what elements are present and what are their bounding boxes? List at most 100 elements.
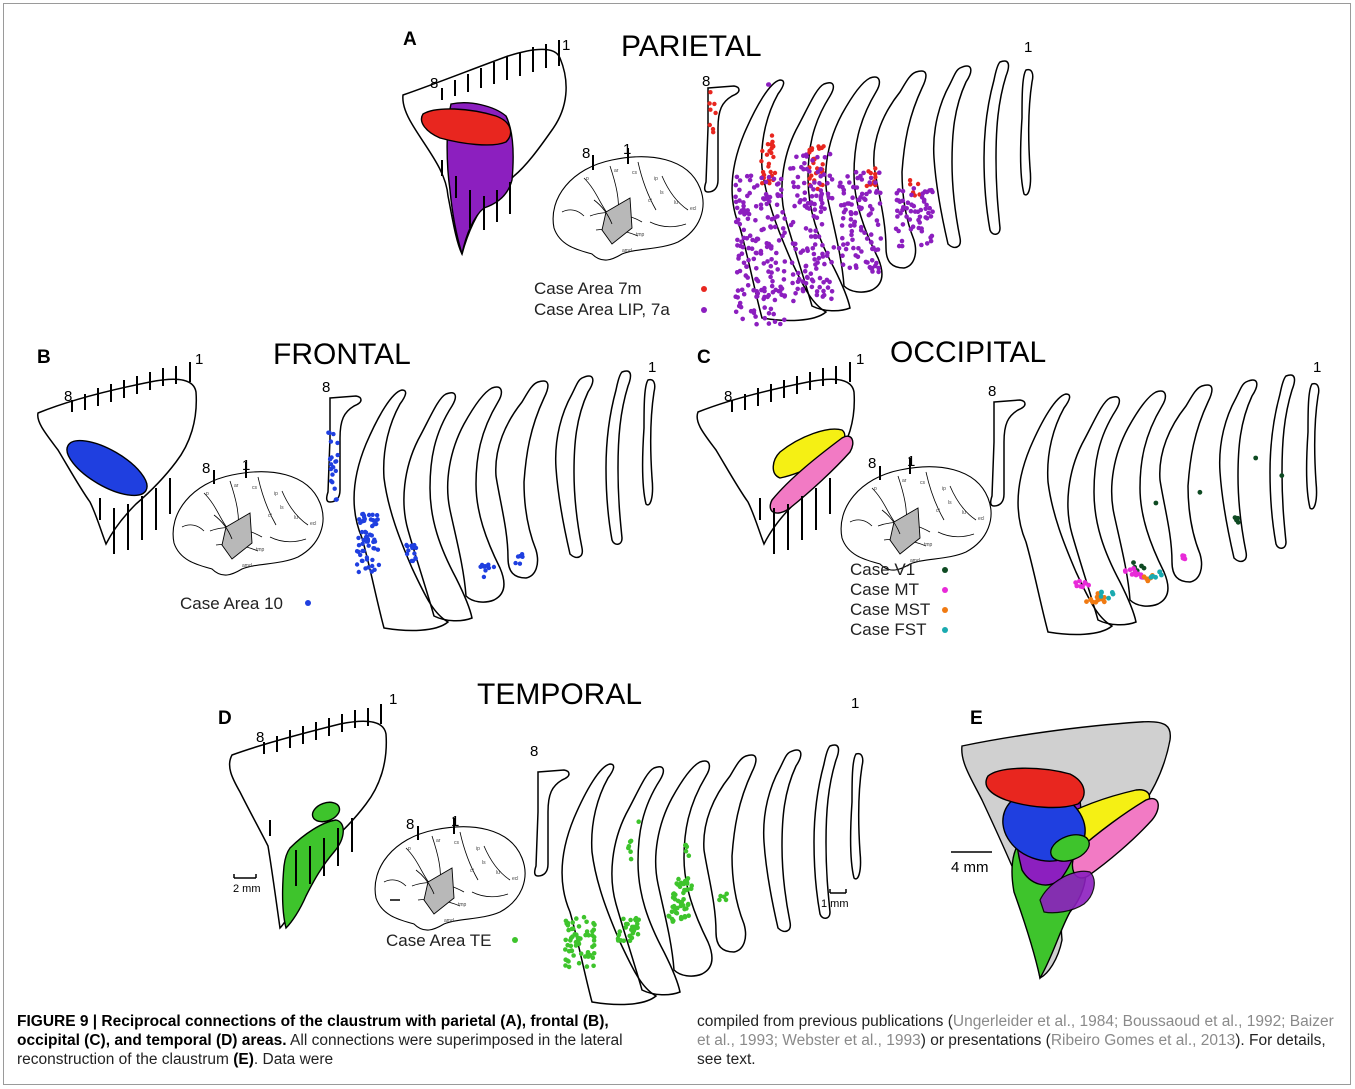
cell-dot-lip-7a — [815, 289, 820, 294]
legend-dot-mt — [942, 587, 948, 593]
cell-dot-lip-7a — [813, 229, 818, 234]
cell-dot-lip-7a — [826, 192, 831, 197]
brain-diagram-c — [841, 467, 991, 570]
cell-dot-lip-7a — [809, 184, 814, 189]
cell-dot-area-te — [684, 843, 689, 848]
cell-dot-v1 — [1279, 473, 1284, 478]
cell-dot-lip-7a — [771, 290, 776, 295]
cell-dot-area-te — [591, 921, 596, 926]
panel-b: B FRONTAL 8 1 8 1 8 1 — [37, 338, 656, 630]
cell-dot-lip-7a — [869, 266, 874, 271]
cell-dot-v1 — [1198, 490, 1203, 495]
cell-dot-v1 — [1131, 560, 1136, 565]
cell-dot-lip-7a — [795, 193, 800, 198]
cell-dot-area-te — [577, 961, 582, 966]
cell-dot-lip-7a — [737, 254, 742, 259]
svg-text:1: 1 — [389, 691, 397, 708]
cell-dot-area-te — [574, 932, 579, 937]
cell-dot-lip-7a — [748, 233, 753, 238]
cell-dot-lip-7a — [745, 174, 750, 179]
caption-bold-e: (E) — [233, 1051, 254, 1068]
cell-dot-lip-7a — [734, 310, 739, 315]
cell-dot-lip-7a — [900, 208, 905, 213]
cell-dot-lip-7a — [791, 166, 796, 171]
svg-text:1: 1 — [1313, 359, 1321, 376]
cell-dot-lip-7a — [868, 204, 873, 209]
cell-dot-lip-7a — [746, 217, 751, 222]
cell-dot-area-10 — [330, 472, 334, 476]
cell-dot-lip-7a — [736, 288, 741, 293]
cell-dot-lip-7a — [775, 267, 780, 272]
cell-dot-lip-7a — [897, 244, 902, 249]
cell-dot-lip-7a — [876, 270, 881, 275]
cell-dot-mt — [1123, 568, 1128, 573]
cell-dot-lip-7a — [782, 231, 787, 236]
cell-dot-7m — [771, 155, 775, 159]
cell-dot-lip-7a — [845, 174, 850, 179]
cell-dot-lip-7a — [769, 257, 774, 262]
cell-dot-lip-7a — [822, 172, 827, 177]
cell-dot-lip-7a — [821, 289, 826, 294]
cell-dot-lip-7a — [878, 201, 883, 206]
cell-dot-area-10 — [336, 453, 340, 457]
cell-dot-lip-7a — [925, 241, 930, 246]
caption-text-2-cont: compiled from previous publications ( — [697, 1013, 953, 1030]
cell-dot-lip-7a — [909, 227, 914, 232]
panel-title-parietal: PARIETAL — [621, 30, 762, 63]
cell-dot-lip-7a — [796, 185, 801, 190]
cell-dot-area-te — [681, 882, 686, 887]
cell-dot-7m — [712, 102, 716, 106]
cell-dot-lip-7a — [821, 254, 826, 259]
cell-dot-lip-7a — [879, 236, 884, 241]
cell-dot-lip-7a — [764, 192, 769, 197]
svg-text:8: 8 — [64, 388, 72, 405]
svg-text:8: 8 — [406, 816, 414, 833]
cell-dot-lip-7a — [738, 244, 743, 249]
cell-dot-area-10 — [331, 432, 335, 436]
cell-dot-7m — [821, 162, 825, 166]
legend-dot-area-10 — [305, 600, 311, 606]
cell-dot-lip-7a — [919, 226, 924, 231]
cell-dot-area-10 — [372, 538, 376, 542]
cell-dot-area-10 — [357, 570, 361, 574]
cell-dot-area-te — [718, 894, 723, 899]
cell-dot-lip-7a — [734, 200, 739, 205]
cell-dot-area-10 — [372, 522, 376, 526]
caption-citation-2[interactable]: Ribeiro Gomes et al., 2013 — [1051, 1032, 1235, 1049]
panel-d: D TEMPORAL 8 1 2 mm — [218, 678, 863, 1004]
cell-dot-lip-7a — [930, 209, 935, 214]
cell-dot-lip-7a — [909, 193, 914, 198]
cell-dot-lip-7a — [817, 181, 822, 186]
cell-dot-lip-7a — [876, 247, 881, 252]
cell-dot-area-10 — [411, 544, 415, 548]
cell-dot-7m — [708, 90, 712, 94]
cell-dot-lip-7a — [815, 155, 820, 160]
cell-dot-lip-7a — [756, 237, 761, 242]
cell-dot-lip-7a — [761, 196, 766, 201]
cell-dot-mst — [1084, 599, 1089, 604]
cell-dot-lip-7a — [776, 181, 781, 186]
cell-dot-area-10 — [405, 552, 409, 556]
cell-dot-area-te — [585, 964, 590, 969]
claustrum-reconstruction-c: 8 1 — [697, 351, 864, 554]
cell-dot-lip-7a — [790, 281, 795, 286]
cell-dot-lip-7a — [818, 276, 823, 281]
cell-dot-lip-7a — [854, 170, 859, 175]
cell-dot-lip-7a — [909, 209, 914, 214]
cell-dot-lip-7a — [904, 214, 909, 219]
cell-dot-lip-7a — [754, 204, 759, 209]
cell-dot-lip-7a — [765, 259, 770, 264]
cell-dot-7m — [707, 101, 711, 105]
cell-dot-7m — [708, 108, 712, 112]
cell-dot-lip-7a — [804, 264, 809, 269]
legend-label-7m: Case Area 7m — [534, 279, 642, 298]
cell-dot-area-te — [590, 929, 595, 934]
cell-dot-area-10 — [329, 479, 333, 483]
cell-dot-area-10 — [326, 431, 330, 435]
cell-dot-lip-7a — [742, 212, 747, 217]
dots-a — [707, 82, 935, 326]
cell-dot-area-10 — [334, 459, 338, 463]
cell-dot-area-te — [571, 953, 576, 958]
cell-dot-7m — [770, 133, 774, 137]
